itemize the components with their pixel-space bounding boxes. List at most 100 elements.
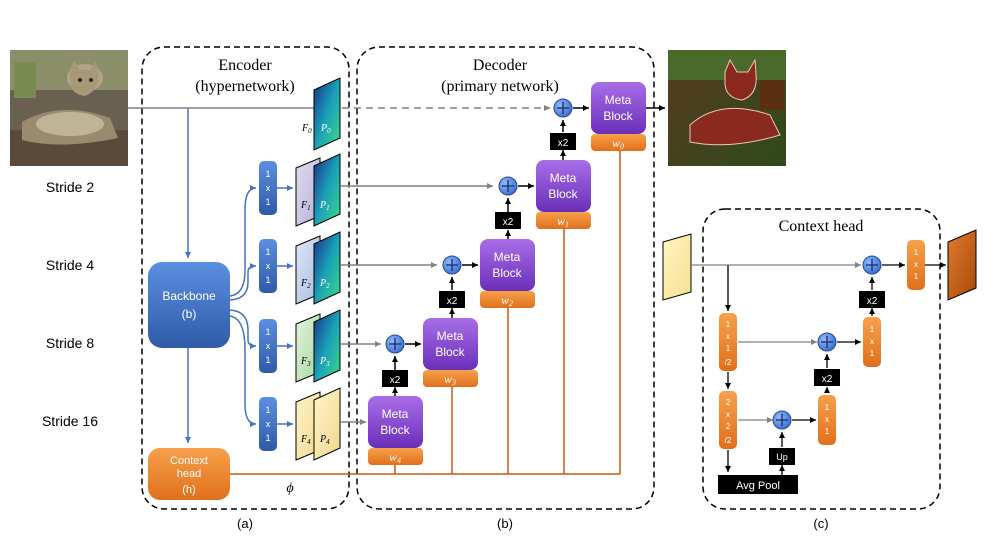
add-node (498, 176, 518, 196)
input-cat-image (10, 50, 128, 166)
svg-text:1: 1 (870, 325, 875, 334)
stride-label: Stride 4 (46, 257, 94, 273)
meta-block: Meta Block w2 (480, 239, 535, 308)
svg-text:1: 1 (265, 275, 270, 285)
svg-text:w3: w3 (444, 372, 456, 387)
svg-text:x: x (825, 415, 829, 424)
context-head-block: Context head (h) (148, 448, 230, 500)
svg-text:Meta: Meta (437, 329, 464, 343)
svg-text:F4: F4 (300, 434, 311, 446)
decoder-skip-lines (340, 183, 493, 425)
context-label-line2: head (177, 468, 201, 480)
svg-text:x2: x2 (867, 296, 878, 307)
svg-text:Block: Block (435, 345, 465, 359)
backbone-block: Backbone (b) (148, 262, 230, 348)
svg-text:1: 1 (265, 405, 270, 415)
svg-text:x: x (870, 337, 874, 346)
meta-block: Meta Block w0 (591, 82, 646, 151)
context-head-arrows (725, 262, 946, 476)
feature-map-p1: P1 (313, 153, 341, 227)
svg-text:1: 1 (726, 320, 731, 329)
panel-label-c: (c) (813, 516, 828, 531)
encoder-subtitle: (hypernetwork) (195, 78, 295, 95)
feature-map-p3: P3 (313, 309, 341, 383)
svg-text:1: 1 (265, 355, 270, 365)
svg-text:2: 2 (726, 398, 731, 407)
context-label-line1: Context (170, 455, 208, 467)
stride-label: Stride 8 (46, 335, 94, 351)
svg-text:P4: P4 (319, 434, 330, 446)
svg-text:x: x (914, 260, 918, 269)
svg-text:x: x (266, 261, 271, 271)
context-output-feature (947, 229, 977, 301)
svg-text:1: 1 (265, 327, 270, 337)
meta-block: Meta Block w4 (368, 396, 423, 465)
context-conv-2x2-stride2: 2 x 2 /2 (719, 391, 737, 449)
svg-text:1: 1 (825, 403, 830, 412)
add-node (817, 332, 837, 352)
svg-text:Up: Up (776, 452, 788, 462)
svg-text:Meta: Meta (550, 171, 577, 185)
conv1x1-block: 1 x 1 (259, 397, 277, 451)
encoder-panel (141, 46, 350, 510)
add-node (385, 334, 405, 354)
svg-text:w1: w1 (557, 214, 569, 229)
svg-text:P2: P2 (319, 278, 330, 290)
weight-distribution-lines (230, 150, 621, 475)
context-head-connections (691, 262, 861, 423)
stride-label: Stride 16 (42, 413, 98, 429)
svg-text:1: 1 (870, 349, 875, 358)
avg-pool-block: Avg Pool (718, 475, 798, 494)
panel-label-a: (a) (237, 516, 253, 531)
svg-text:x2: x2 (503, 217, 514, 228)
upsample-x2: x2 (382, 370, 408, 387)
svg-text:Meta: Meta (382, 407, 409, 421)
svg-text:x: x (266, 341, 271, 351)
stride-label: Stride 2 (46, 179, 94, 195)
svg-text:1: 1 (914, 272, 919, 281)
svg-text:/2: /2 (725, 436, 732, 445)
svg-text:Meta: Meta (605, 93, 632, 107)
add-node (772, 410, 792, 430)
phi-label: ϕ (286, 481, 293, 496)
upsample-up: Up (769, 448, 795, 465)
feature-map-p0: P0 F0 (301, 77, 341, 151)
conv1x1-block: 1 x 1 (259, 319, 277, 373)
output-segmentation-image (668, 50, 786, 166)
svg-text:x2: x2 (558, 138, 569, 149)
svg-text:Block: Block (492, 266, 522, 280)
conv1x1-block: 1 x 1 (259, 239, 277, 293)
svg-text:x2: x2 (822, 374, 833, 385)
svg-text:Block: Block (548, 187, 578, 201)
svg-text:x: x (266, 183, 271, 193)
context-conv-1x1: 1 x 1 (863, 317, 881, 367)
svg-text:x2: x2 (390, 375, 401, 386)
backbone-label: Backbone (162, 289, 216, 303)
svg-text:x2: x2 (447, 296, 458, 307)
feature-map-p2: P2 (313, 231, 341, 305)
svg-text:1: 1 (265, 433, 270, 443)
svg-text:Block: Block (603, 109, 633, 123)
context-head-panel (702, 208, 941, 510)
svg-text:P0: P0 (320, 123, 331, 135)
context-conv-1x1-stride2: 1 x 1 /2 (719, 313, 737, 371)
svg-text:1: 1 (265, 247, 270, 257)
svg-text:1: 1 (914, 248, 919, 257)
encoder-connections (185, 108, 293, 443)
context-conv-1x1-out: 1 x 1 (907, 240, 925, 290)
upsample-x2: x2 (859, 291, 885, 308)
svg-text:x: x (266, 419, 271, 429)
upsample-x2: x2 (439, 291, 465, 308)
svg-text:F0: F0 (301, 123, 312, 135)
svg-text:x: x (726, 410, 730, 419)
svg-text:1: 1 (726, 344, 731, 353)
meta-block: Meta Block w1 (536, 160, 591, 229)
svg-text:1: 1 (265, 169, 270, 179)
svg-text:w4: w4 (389, 450, 401, 465)
context-head-title: Context head (779, 218, 864, 235)
svg-text:F2: F2 (300, 278, 311, 290)
svg-text:Block: Block (380, 423, 410, 437)
feature-map-p4: P4 (313, 387, 341, 461)
meta-block: Meta Block w3 (423, 318, 478, 387)
context-conv-1x1: 1 x 1 (818, 395, 836, 445)
